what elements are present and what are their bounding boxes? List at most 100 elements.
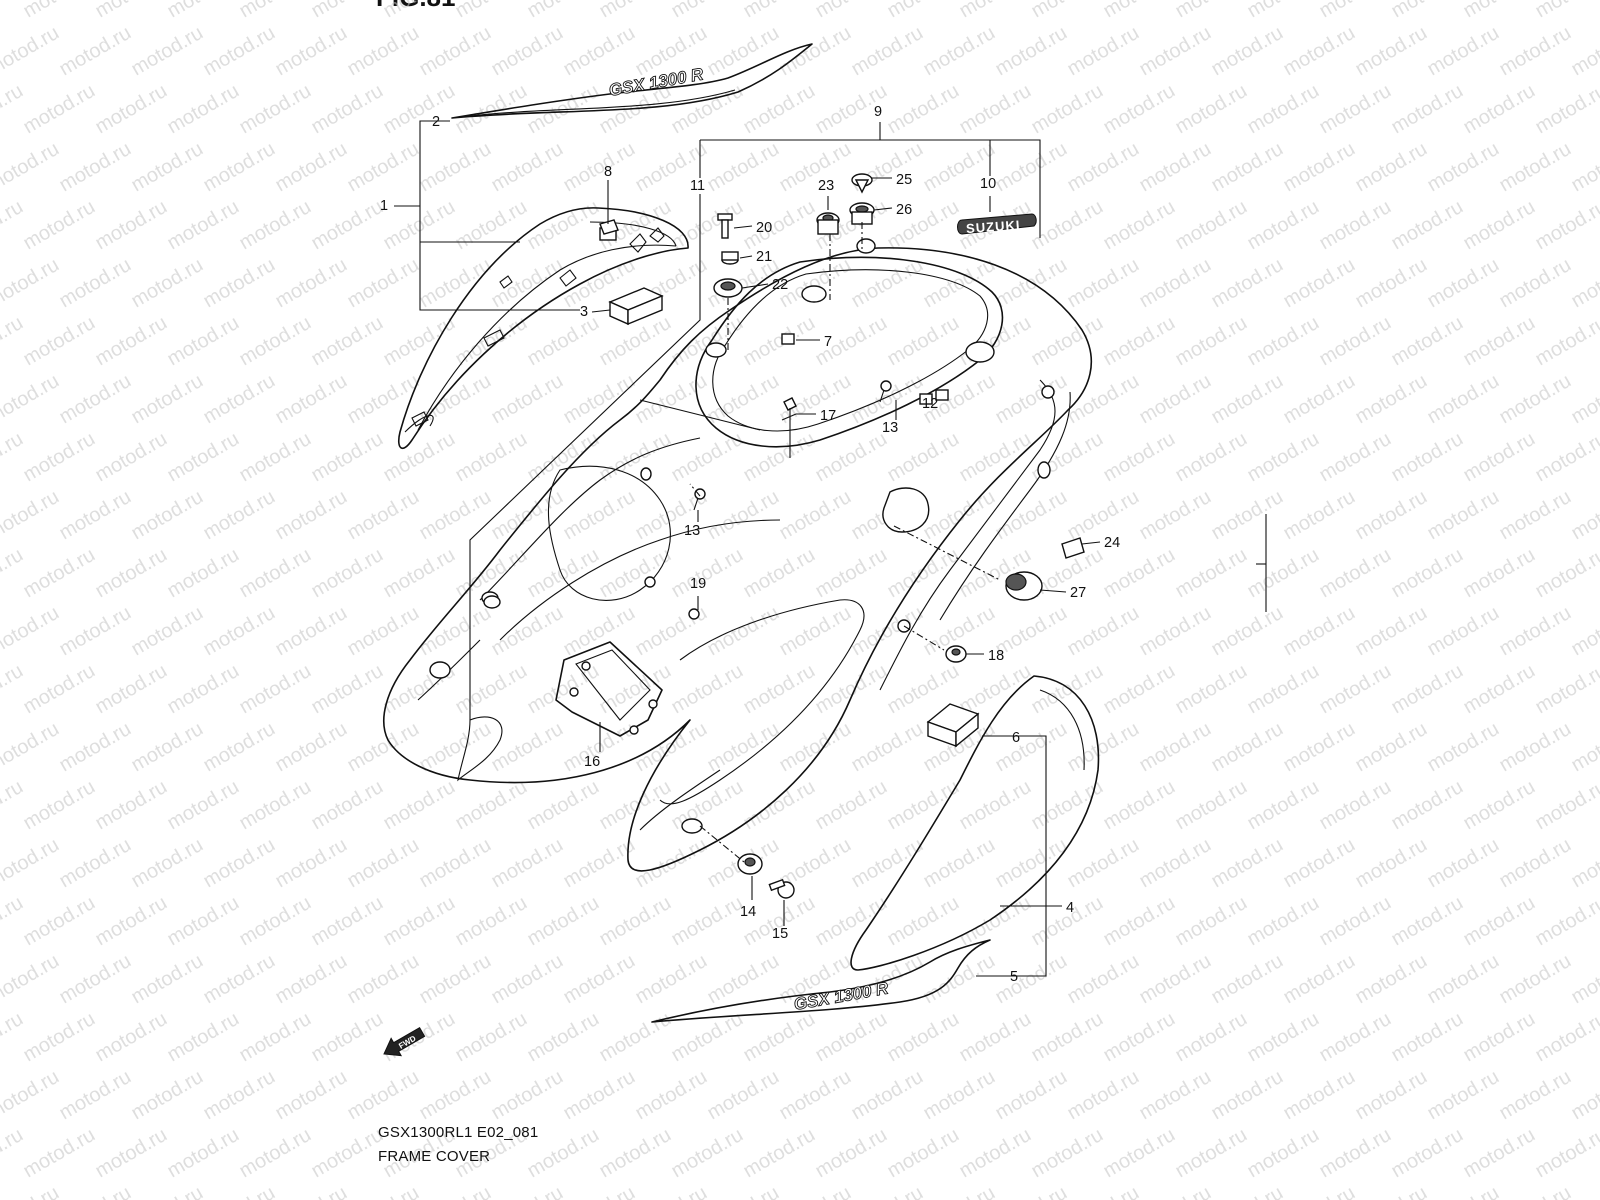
watermark-text: motod.ru (272, 718, 351, 777)
watermark-text: motod.ru (56, 1182, 135, 1200)
watermark-text: motod.ru (1244, 892, 1323, 951)
watermark-text: motod.ru (704, 486, 783, 545)
watermark-text: motod.ru (668, 196, 747, 255)
watermark-text: motod.ru (1568, 602, 1600, 661)
watermark-text: motod.ru (776, 486, 855, 545)
watermark-text: motod.ru (164, 0, 243, 22)
watermark-text: motod.ru (1100, 312, 1179, 371)
watermark-text: motod.ru (668, 428, 747, 487)
watermark-text: motod.ru (200, 22, 279, 81)
watermark-text: motod.ru (1424, 602, 1503, 661)
watermark-text: motod.ru (1388, 544, 1467, 603)
watermark-text: motod.ru (20, 196, 99, 255)
watermark-text: motod.ru (704, 1066, 783, 1125)
watermark-text: motod.ru (1496, 1066, 1575, 1125)
watermark-text: motod.ru (92, 312, 171, 371)
watermark-text: motod.ru (1496, 602, 1575, 661)
watermark-text: motod.ru (128, 950, 207, 1009)
watermark-text: motod.ru (0, 1124, 27, 1183)
watermark-text: motod.ru (1496, 370, 1575, 429)
watermark-text: motod.ru (992, 718, 1071, 777)
watermark-text: motod.ru (1172, 892, 1251, 951)
watermark-text: motod.ru (1568, 22, 1600, 81)
clip-7 (781, 333, 795, 345)
watermark-text: motod.ru (92, 776, 171, 835)
watermark-text: motod.ru (1280, 370, 1359, 429)
watermark-text: motod.ru (236, 660, 315, 719)
clip-8 (599, 219, 619, 235)
watermark-text: motod.ru (488, 602, 567, 661)
watermark-text: motod.ru (1172, 1008, 1251, 1067)
watermark-text: motod.ru (1424, 1066, 1503, 1125)
watermark-text: motod.ru (92, 892, 171, 951)
watermark-text: motod.ru (596, 660, 675, 719)
watermark-text: motod.ru (200, 834, 279, 893)
watermark-text: motod.ru (1424, 254, 1503, 313)
watermark-text: motod.ru (1280, 254, 1359, 313)
watermark-text: motod.ru (632, 602, 711, 661)
watermark-text: motod.ru (416, 950, 495, 1009)
watermark-text: motod.ru (812, 1124, 891, 1183)
watermark-text: motod.ru (1568, 834, 1600, 893)
watermark-text: motod.ru (92, 1124, 171, 1183)
watermark-text: motod.ru (596, 892, 675, 951)
callout-10: 10 (980, 176, 996, 192)
watermark-text: motod.ru (308, 196, 387, 255)
callout-3: 3 (580, 304, 588, 320)
watermark-text: motod.ru (20, 892, 99, 951)
brand-emblem: SUZUKI (957, 213, 1037, 236)
watermark-text: motod.ru (380, 312, 459, 371)
watermark-text: motod.ru (1568, 138, 1600, 197)
watermark-text: motod.ru (596, 1124, 675, 1183)
watermark-text: motod.ru (1496, 486, 1575, 545)
watermark-text: motod.ru (1100, 1124, 1179, 1183)
watermark-text: motod.ru (1136, 1182, 1215, 1200)
watermark-text: motod.ru (1100, 0, 1179, 22)
clip-24 (1061, 537, 1085, 559)
watermark-text: motod.ru (308, 428, 387, 487)
watermark-text: motod.ru (1460, 660, 1539, 719)
damper-26 (849, 202, 875, 225)
watermark-text: motod.ru (740, 1008, 819, 1067)
watermark-text: motod.ru (416, 718, 495, 777)
watermark-text: motod.ru (344, 22, 423, 81)
watermark-text: motod.ru (236, 80, 315, 139)
watermark-text: motod.ru (380, 776, 459, 835)
watermark-text: motod.ru (776, 602, 855, 661)
watermark-text: motod.ru (1100, 892, 1179, 951)
watermark-text: motod.ru (272, 1182, 351, 1200)
cap-25 (851, 173, 873, 194)
watermark-text: motod.ru (956, 0, 1035, 22)
watermark-text: motod.ru (1064, 370, 1143, 429)
watermark-text: motod.ru (956, 80, 1035, 139)
watermark-text: motod.ru (1352, 1182, 1431, 1200)
watermark-text: motod.ru (416, 254, 495, 313)
watermark-text: motod.ru (1280, 950, 1359, 1009)
watermark-text: motod.ru (0, 254, 63, 313)
watermark-text: motod.ru (344, 1182, 423, 1200)
watermark-text: motod.ru (1532, 660, 1600, 719)
watermark-text: motod.ru (200, 1066, 279, 1125)
watermark-text: motod.ru (1460, 776, 1539, 835)
watermark-text: motod.ru (560, 1182, 639, 1200)
watermark-text: motod.ru (524, 0, 603, 22)
watermark-text: motod.ru (1352, 950, 1431, 1009)
watermark-text: motod.ru (1172, 776, 1251, 835)
watermark-text: motod.ru (560, 370, 639, 429)
watermark-text: motod.ru (164, 428, 243, 487)
watermark-text: motod.ru (1460, 892, 1539, 951)
watermark-text: motod.ru (344, 254, 423, 313)
watermark-text: motod.ru (1532, 1124, 1600, 1183)
watermark-text: motod.ru (92, 544, 171, 603)
watermark-text: motod.ru (1532, 776, 1600, 835)
watermark-text: motod.ru (1244, 312, 1323, 371)
watermark-text: motod.ru (1424, 718, 1503, 777)
watermark-text: motod.ru (1316, 312, 1395, 371)
watermark-text: motod.ru (164, 80, 243, 139)
watermark-text: motod.ru (1064, 1182, 1143, 1200)
watermark-text: motod.ru (1028, 80, 1107, 139)
callout-22: 22 (772, 277, 788, 293)
watermark-text: motod.ru (236, 196, 315, 255)
watermark-text: motod.ru (200, 486, 279, 545)
watermark-text: motod.ru (56, 718, 135, 777)
